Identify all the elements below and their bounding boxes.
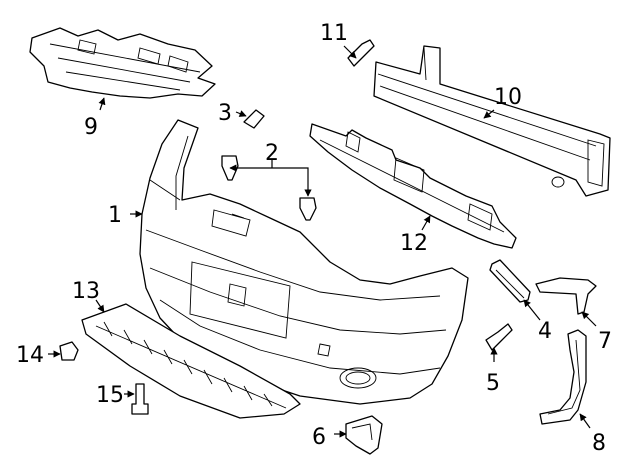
part-4-side-bracket	[489, 259, 531, 303]
part-1-bumper-cover	[139, 119, 469, 405]
callout-9: 9	[84, 115, 98, 140]
callout-10: 10	[494, 85, 522, 110]
callout-8: 8	[592, 431, 606, 456]
callout-4: 4	[538, 319, 552, 344]
callout-7: 7	[598, 329, 612, 354]
fastener-2-clip-b	[299, 197, 317, 221]
part-7-bracket	[535, 277, 597, 315]
fastener-14-clip	[59, 341, 79, 361]
fastener-3-push-pin	[243, 109, 265, 129]
part-10-reinforcement-beam	[373, 45, 611, 197]
callout-11: 11	[320, 21, 348, 46]
callout-6: 6	[312, 425, 326, 450]
callout-12: 12	[400, 231, 428, 256]
part-12-lower-absorber	[309, 123, 517, 249]
fastener-15-bolt	[131, 383, 149, 415]
callout-14: 14	[16, 343, 44, 368]
callout-1: 1	[108, 203, 122, 228]
part-13-lower-valance	[81, 303, 301, 419]
callout-5: 5	[486, 371, 500, 396]
part-8-lower-bracket	[539, 329, 587, 425]
callout-2: 2	[265, 141, 279, 166]
part-6-lamp-cover	[345, 415, 383, 455]
fastener-11-bolt	[347, 39, 375, 67]
callout-3: 3	[218, 101, 232, 126]
callout-13: 13	[72, 279, 100, 304]
leader-lines	[48, 45, 597, 438]
part-9-upper-absorber	[29, 27, 216, 99]
fastener-5-bolt	[485, 323, 513, 351]
callout-15: 15	[96, 383, 124, 408]
